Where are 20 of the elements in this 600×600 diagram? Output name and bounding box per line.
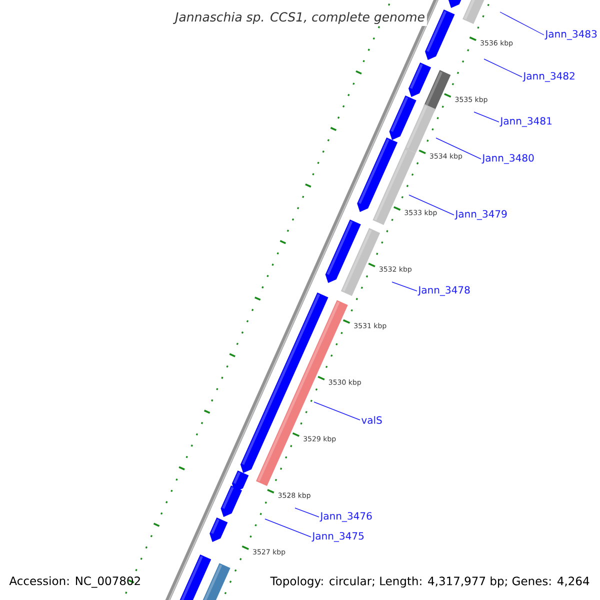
gene-label: Jann_3483	[544, 30, 597, 40]
gene-label: Jann_3476	[320, 512, 372, 522]
leader-line	[392, 282, 418, 292]
leader-line	[264, 518, 312, 538]
leader-line	[408, 194, 454, 216]
accession-text: Accession: NC_007802	[9, 576, 140, 588]
leader-line	[436, 138, 482, 160]
leader-line	[500, 12, 544, 36]
gene-label: Jann_3478	[418, 286, 470, 296]
gene-label: Jann_3475	[312, 532, 364, 542]
leader-line	[474, 112, 500, 122]
gene-label: Jann_3479	[454, 210, 507, 220]
gene-label: Jann_3482	[522, 72, 574, 82]
leader-line	[294, 508, 320, 518]
gene-label: Jann_3480	[482, 154, 534, 164]
gene-label: valS	[362, 416, 382, 424]
gene-label: Jann_3481	[500, 117, 552, 127]
leader-line	[314, 402, 360, 420]
genome-info-text: Topology: circular; Length: 4,317,977 bp; Genes: 4,264	[270, 576, 590, 588]
leader-line	[484, 58, 522, 78]
